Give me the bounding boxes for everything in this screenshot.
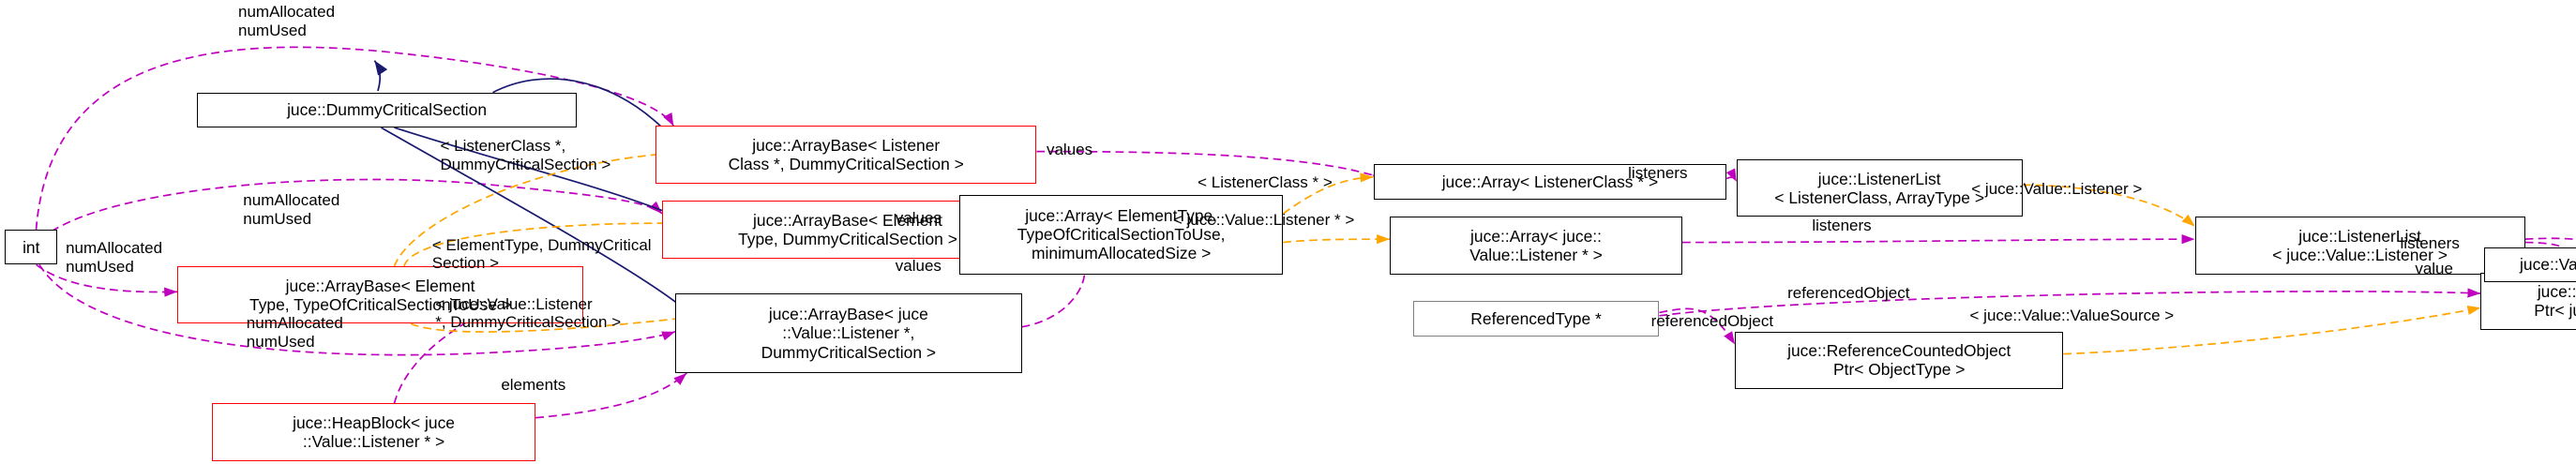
class-node-heapblock[interactable]: juce::HeapBlock< juce ::Value::Listener … [211,403,536,461]
edge-label-lbl-value: value [2415,260,2453,278]
class-node-label: juce::ListenerList < juce::Value::Listen… [2272,226,2448,264]
edge-label-lbl-valuelistener-tpl: < juce::Value::Listener > [1971,180,2143,199]
class-node-label: juce::ArrayBase< Element Type, DummyCrit… [738,210,957,248]
class-node-label: juce::ReferenceCountedObject Ptr< juce::… [2534,282,2576,321]
class-node-label: juce::DummyCriticalSection [287,100,488,120]
edge-label-lbl-referencedobject-1: referencedObject [1787,283,1910,302]
class-node-label: int [23,237,40,257]
edge-label-lbl-numalloc-low: numAllocated numUsed [246,314,343,351]
edge-label-lbl-values-1: values [895,208,942,227]
class-node-array-listenerclass[interactable]: juce::Array< ListenerClass * > [1373,164,1727,200]
edge-label-lbl-listenerclass: < ListenerClass * > [1198,173,1333,192]
class-node-refcountedptr-object[interactable]: juce::ReferenceCountedObject Ptr< Object… [1735,331,2064,390]
class-node-label: juce::ArrayBase< Listener Class *, Dummy… [728,135,964,173]
edge-label-lbl-numalloc-mid: numAllocated numUsed [243,191,340,228]
class-node-listenerlist-value[interactable]: juce::ListenerList < juce::Value::Listen… [2194,217,2525,275]
class-node-label: juce::ReferenceCountedObject Ptr< Object… [1787,341,2011,380]
class-node-listenerlist-arraytype[interactable]: juce::ListenerList < ListenerClass, Arra… [1736,159,2023,217]
edge-label-lbl-elementtype-dcs: < ElementType, DummyCritical Section > [431,235,652,273]
edge-label-lbl-listeners-1: listeners [1628,164,1688,183]
edge-label-lbl-listeners-3: listeners [2400,234,2460,253]
class-node-dummycritical[interactable]: juce::DummyCriticalSection [197,92,577,128]
class-node-label: juce::ArrayBase< juce ::Value::Listener … [761,305,937,362]
class-node-label: juce::Array< ListenerClass * > [1441,172,1659,191]
edge-label-lbl-listenerclass-dcs: < ListenerClass *, DummyCriticalSection … [440,137,611,173]
class-node-label: juce::HeapBlock< juce ::Value::Listener … [293,412,455,451]
class-node-arraybase-value[interactable]: juce::ArrayBase< juce ::Value::Listener … [675,292,1022,374]
class-node-array-valuelistener[interactable]: juce::Array< juce:: Value::Listener * > [1390,217,1682,275]
class-node-label: juce::ListenerList < ListenerClass, Arra… [1774,169,1985,207]
edge-label-lbl-values-3: values [1046,140,1093,158]
class-node-label: juce::Array< ElementType, TypeOfCritical… [1017,205,1226,263]
class-node-int[interactable]: int [5,229,58,265]
class-node-label: juce::Value [2520,255,2576,275]
class-node-referencedtype[interactable]: ReferencedType * [1412,301,1660,337]
edge-label-lbl-values-2: values [895,256,942,275]
edge-label-lbl-elements: elements [501,376,566,395]
edge-label-lbl-valuelistener-t: < juce::Value::Listener * > [1172,210,1355,229]
class-node-array-elementtype[interactable]: juce::Array< ElementType, TypeOfCritical… [959,194,1284,275]
edge-label-lbl-referencedobject-2: referencedObject [1650,312,1774,331]
class-node-arraybase-typeof[interactable]: juce::ArrayBase< Element Type, TypeOfCri… [177,266,583,324]
class-node-value[interactable]: juce::Value [2483,247,2576,283]
class-node-arraybase-listener[interactable]: juce::ArrayBase< Listener Class *, Dummy… [655,126,1037,184]
class-node-label: ReferencedType * [1470,309,1602,329]
edge-label-lbl-numalloc-top: numAllocated numUsed [238,3,336,39]
edge-label-lbl-valuelistener-dcs: < juce::Value::Listener *, DummyCritical… [435,294,622,332]
edge-label-lbl-valuesource-tpl: < juce::Value::ValueSource > [1969,306,2175,324]
edge-label-lbl-listeners-2: listeners [1812,217,1872,235]
class-node-label: juce::Array< juce:: Value::Listener * > [1469,226,1603,264]
class-node-label: juce::ArrayBase< Element Type, TypeOfCri… [249,276,512,314]
edge-label-lbl-numalloc-left: numAllocated numUsed [66,239,163,276]
class-node-refcountedptr-valuesource[interactable]: juce::ReferenceCountedObject Ptr< juce::… [2480,272,2576,331]
